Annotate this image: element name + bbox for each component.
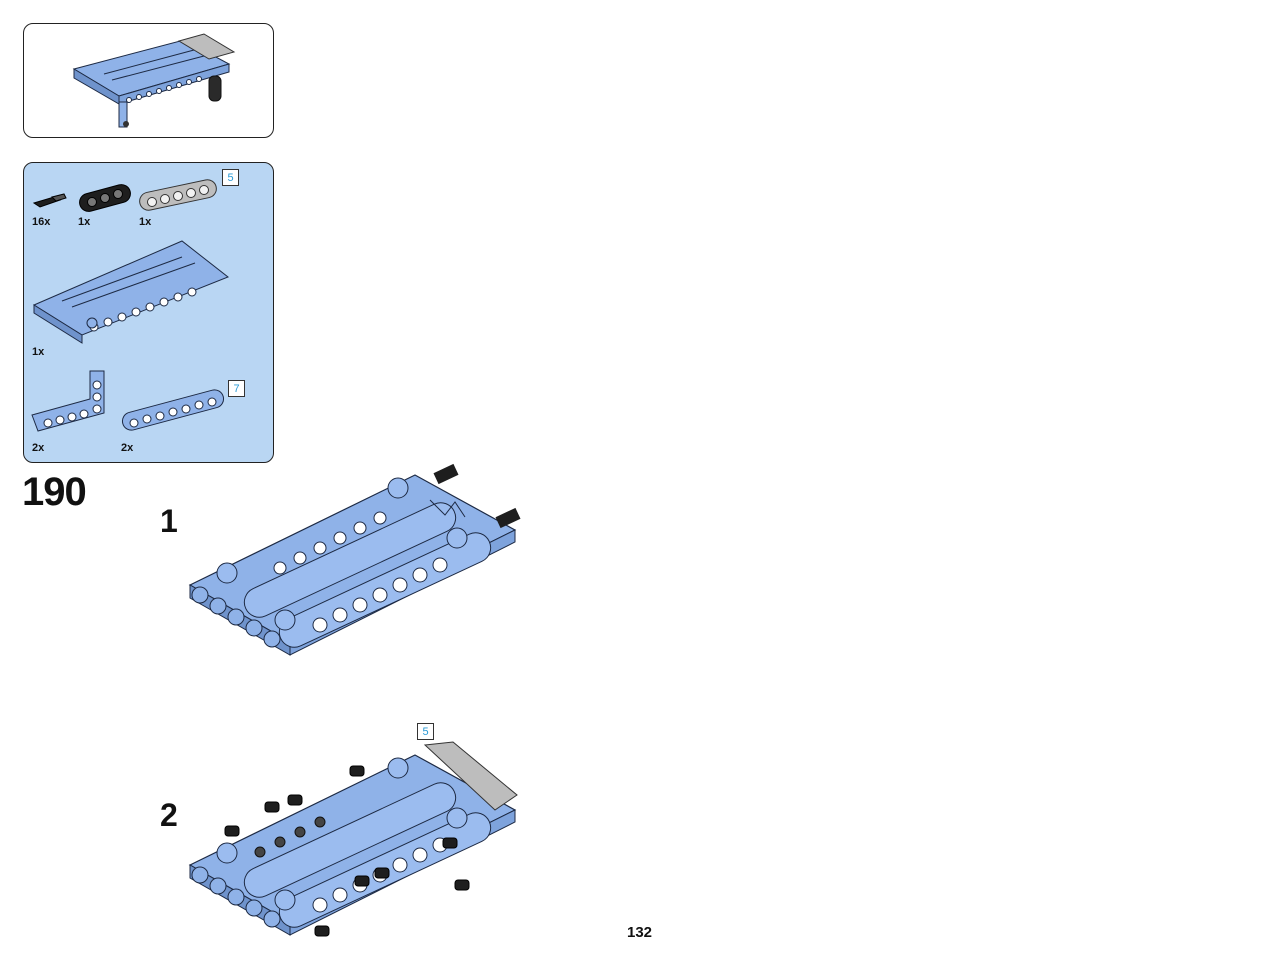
- length-badge-sub-step-2: 5: [417, 723, 434, 740]
- length-badge-gray-beam: 5: [222, 169, 239, 186]
- axle-pin-part: [32, 193, 67, 208]
- page-number: 132: [627, 924, 653, 941]
- blue-beam-7-part: [121, 389, 225, 431]
- preview-panel: [23, 23, 274, 138]
- black-beam-part: [79, 184, 131, 212]
- blue-l-beam-part: [31, 370, 105, 432]
- preview-assembly-illustration: [72, 33, 236, 128]
- part-qty-blue-l-beam: 2x: [32, 442, 45, 454]
- part-qty-black-beam: 1x: [78, 216, 91, 228]
- part-qty-axle-pin: 16x: [32, 216, 51, 228]
- parts-list-panel: 16x 1x 1x 5 1x: [23, 162, 274, 463]
- part-qty-gray-beam: 1x: [139, 216, 152, 228]
- sub-step-1-illustration: [188, 463, 521, 656]
- sub-step-2-illustration: [188, 741, 518, 937]
- length-badge-blue-beam-7: 7: [228, 380, 245, 397]
- step-number: 190: [22, 470, 87, 514]
- blue-panel-frame-part: [32, 240, 229, 344]
- gray-beam-part: [139, 179, 217, 211]
- part-qty-blue-beam-7: 2x: [121, 442, 134, 454]
- sub-step-2-label: 2: [160, 797, 178, 833]
- part-qty-blue-panel-frame: 1x: [32, 346, 45, 358]
- sub-step-1-label: 1: [160, 503, 178, 539]
